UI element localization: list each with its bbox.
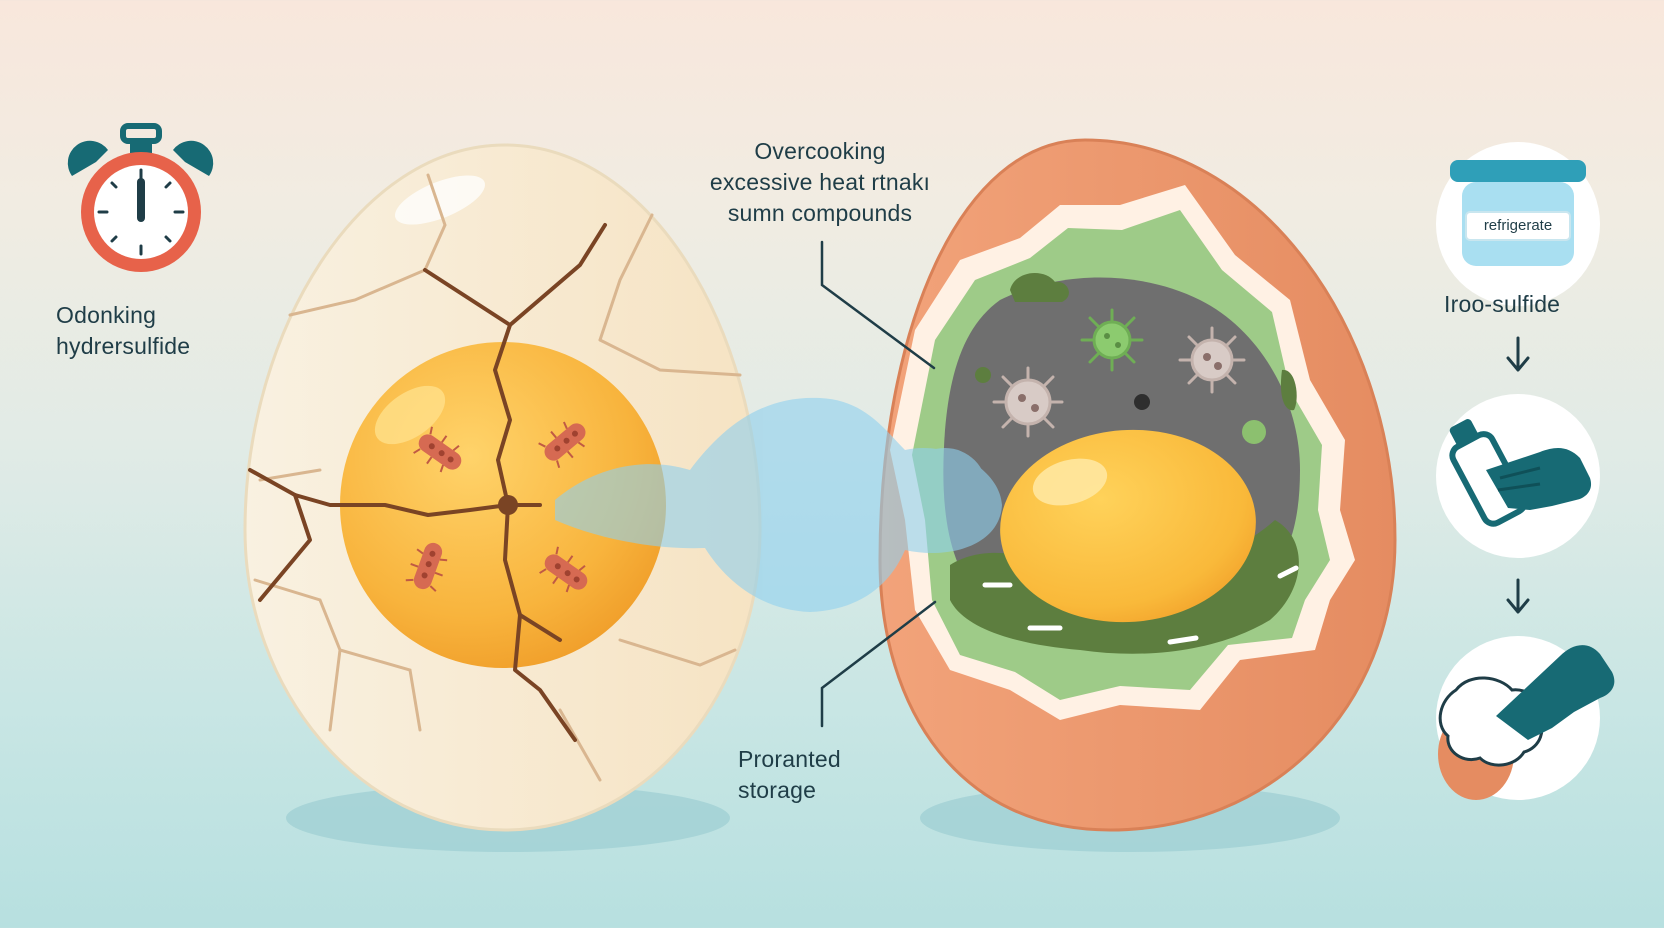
odor-label-line-2: hydrersulfide <box>56 333 191 359</box>
crack-center <box>498 495 518 515</box>
pool-highlights <box>982 565 1299 645</box>
bacteria-icon <box>405 542 448 592</box>
stopwatch-icon <box>67 123 214 272</box>
gloved-hand-wiping-egg-icon <box>1436 636 1615 800</box>
bacteria-icon <box>538 421 586 469</box>
overcooking-label-line-1: Overcooking <box>754 138 886 164</box>
bacteria-icon <box>539 546 588 593</box>
thin-crack-lines <box>253 173 742 782</box>
gloved-hand-bottle-icon <box>1436 394 1600 558</box>
bacteria-icon <box>1080 308 1144 372</box>
overcooking-label-line-3: sumn compounds <box>727 200 913 226</box>
overcooked-egg <box>878 138 1397 832</box>
left-egg-shine <box>394 175 486 225</box>
dark-spot <box>1134 394 1150 410</box>
overcooking-label-line-2: excessive heat rtnakı <box>709 169 931 195</box>
bottom-callout-line <box>820 600 937 728</box>
cracked-raw-egg <box>243 143 762 832</box>
storage-label-line-2: storage <box>738 777 817 803</box>
storage-label-line-1: Proranted <box>738 746 841 772</box>
left-yolk-shine <box>374 385 446 445</box>
refrigerate-label: refrigerate <box>1483 217 1553 234</box>
dark-crack-lines <box>248 223 607 742</box>
green-spot-small <box>975 367 991 383</box>
green-spot <box>1242 420 1266 444</box>
top-callout-line <box>820 240 936 370</box>
bacteria-icon <box>413 426 462 473</box>
storage-label: Proranted storage <box>738 744 841 806</box>
bacteria-icon <box>992 366 1064 438</box>
moss-blob-right <box>1280 369 1297 411</box>
sulfur-gas-cloud <box>555 397 1002 612</box>
bacteria-icon <box>1178 326 1246 394</box>
arrow-down-icon <box>1506 578 1530 614</box>
overcooking-label: Overcooking excessive heat rtnakı sumn c… <box>680 136 960 229</box>
odor-label-line-1: Odonking <box>56 302 157 328</box>
odor-label-left: Odonking hydrersulfide <box>56 300 190 362</box>
iron-sulfide-label: Iroo-sulfide <box>1444 291 1561 317</box>
callout-lines <box>820 240 937 728</box>
moss-blob <box>1010 272 1069 302</box>
right-yolk-shine <box>1032 458 1108 506</box>
refrigerator-container-icon <box>1436 142 1600 306</box>
arrow-down-icon <box>1506 336 1530 372</box>
